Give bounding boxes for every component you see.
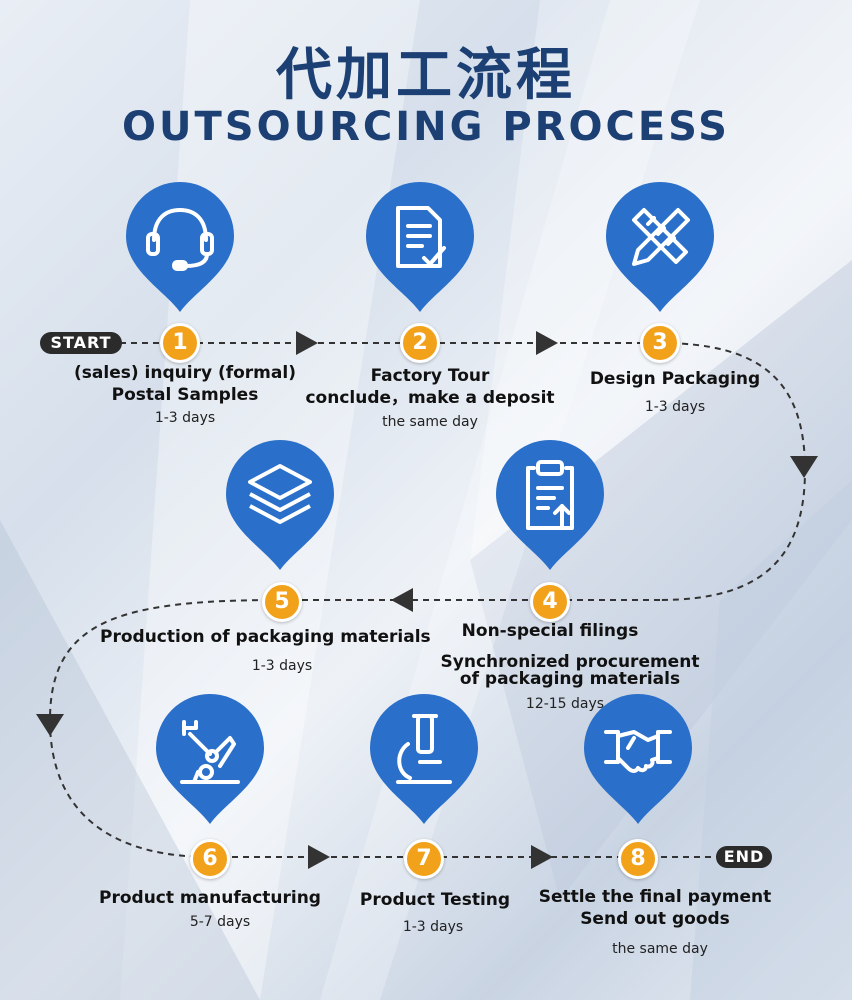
arrow-right-3 xyxy=(308,845,330,869)
document-check-icon xyxy=(396,206,446,268)
step-4-line1: Non-special filings xyxy=(461,621,639,641)
step-8-duration: the same day xyxy=(612,941,708,957)
step-3-pin xyxy=(604,180,716,320)
step-6-number: 6 xyxy=(190,839,230,879)
end-tag: END xyxy=(716,846,772,868)
step-7-number: 7 xyxy=(404,839,444,879)
step-4-line2: Synchronized procurement xyxy=(440,652,700,672)
step-3-duration: 1-3 days xyxy=(644,399,706,415)
headset-icon xyxy=(146,207,214,271)
arrow-right-1 xyxy=(296,331,318,355)
arrow-down-1 xyxy=(790,456,818,478)
step-1-pin xyxy=(124,180,236,320)
robot-arm-icon xyxy=(180,720,240,784)
step-2-line1: Factory Tour xyxy=(370,366,490,386)
step-4-pin xyxy=(494,438,606,578)
step-6-pin xyxy=(154,692,266,832)
ruler-pencil-icon xyxy=(632,208,690,266)
title-english: OUTSOURCING PROCESS xyxy=(122,104,730,150)
step-4-duration: 12-15 days xyxy=(525,696,605,712)
step-1-number: 1 xyxy=(160,323,200,363)
step-3-line1: Design Packaging xyxy=(589,369,761,389)
step-8-line2: Send out goods xyxy=(580,909,730,929)
handshake-icon xyxy=(604,730,672,773)
step-4-line3: of packaging materials xyxy=(459,669,681,689)
step-5-line1: Production of packaging materials xyxy=(100,627,431,647)
step-7-line1: Product Testing xyxy=(359,890,511,910)
step-5-number: 5 xyxy=(262,582,302,622)
step-1-line1: (sales) inquiry (formal) xyxy=(74,363,296,383)
arrow-right-4 xyxy=(531,845,553,869)
arrow-left-1 xyxy=(391,588,413,612)
step-5-pin xyxy=(224,438,336,578)
step-2-line2: conclude，make a deposit xyxy=(305,388,555,408)
step-6-duration: 5-7 days xyxy=(189,914,251,930)
step-8-number: 8 xyxy=(618,839,658,879)
step-1-duration: 1-3 days xyxy=(154,410,216,426)
step-8-pin xyxy=(582,692,694,832)
arrow-down-2 xyxy=(36,714,64,736)
microscope-icon xyxy=(396,714,452,784)
step-2-duration: the same day xyxy=(382,414,478,430)
step-7-pin xyxy=(368,692,480,832)
step-4-number: 4 xyxy=(530,582,570,622)
clipboard-upload-icon xyxy=(526,460,574,530)
step-1-line2: Postal Samples xyxy=(111,385,259,405)
arrow-right-2 xyxy=(536,331,558,355)
start-tag: START xyxy=(40,332,122,354)
title-chinese: 代加工流程 xyxy=(276,43,576,108)
step-2-pin xyxy=(364,180,476,320)
layers-icon xyxy=(248,464,312,524)
step-3-number: 3 xyxy=(640,323,680,363)
step-6-line1: Product manufacturing xyxy=(99,888,321,908)
step-2-number: 2 xyxy=(400,323,440,363)
step-7-duration: 1-3 days xyxy=(402,919,464,935)
step-5-duration: 1-3 days xyxy=(251,658,313,674)
step-8-line1: Settle the final payment xyxy=(538,887,772,907)
